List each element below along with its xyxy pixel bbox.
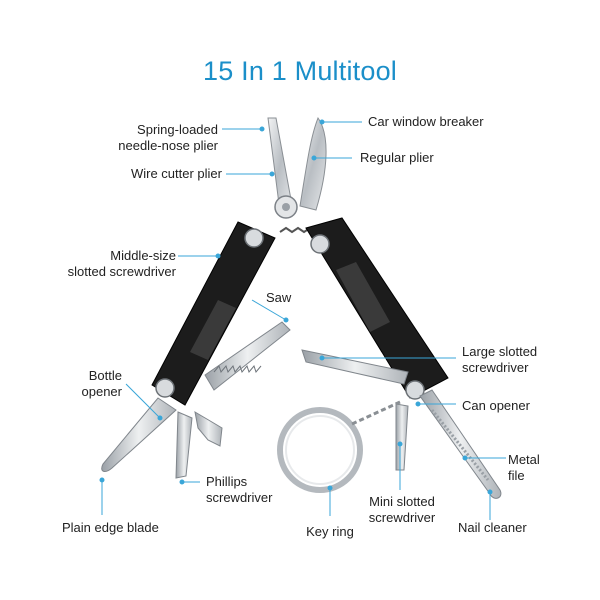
label-nail-cleaner: Nail cleaner (458, 520, 527, 535)
page-title: 15 In 1 Multitool (202, 56, 397, 86)
label-wire-cutter-plier: Wire cutter plier (130, 166, 222, 181)
regular-jaw (299, 116, 327, 211)
label-phillips-screwdriver: Phillips screwdriver (206, 474, 273, 505)
label-middle-size-screwdriver: Middle-size slotted screwdriver (67, 248, 176, 279)
key-ring (277, 407, 363, 493)
label-key-ring: Key ring (306, 524, 354, 539)
right-handle-rivet-top (310, 234, 330, 254)
label-can-opener: Can opener (462, 398, 530, 413)
label-car-window-breaker: Car window breaker (368, 114, 484, 129)
saw-blade (204, 321, 291, 391)
label-spring-loaded-plier: Spring-loaded needle-nose plier (118, 122, 218, 153)
label-bottle-opener: Bottle opener (81, 368, 122, 399)
label-mini-slotted-screwdriver: Mini slotted screwdriver (368, 494, 436, 525)
phillips-screwdriver-tool (175, 411, 193, 479)
left-handle-rivet-top (244, 228, 264, 248)
key-chain (351, 400, 401, 426)
spring (279, 226, 311, 234)
label-large-slotted-screwdriver: Large slotted screwdriver (462, 344, 538, 375)
mini-slotted-screwdriver-tool (395, 403, 409, 471)
label-saw: Saw (266, 290, 292, 305)
plain-edge-blade (101, 397, 177, 472)
bottle-opener-tool (194, 411, 223, 447)
label-plain-edge-blade: Plain edge blade (62, 520, 159, 535)
label-regular-plier: Regular plier (360, 150, 434, 165)
label-metal-file: Metal file (508, 452, 540, 483)
left-handle-rivet-bottom (155, 378, 175, 398)
right-handle-rivet-bottom (405, 380, 425, 400)
leader-lines (99, 119, 506, 520)
